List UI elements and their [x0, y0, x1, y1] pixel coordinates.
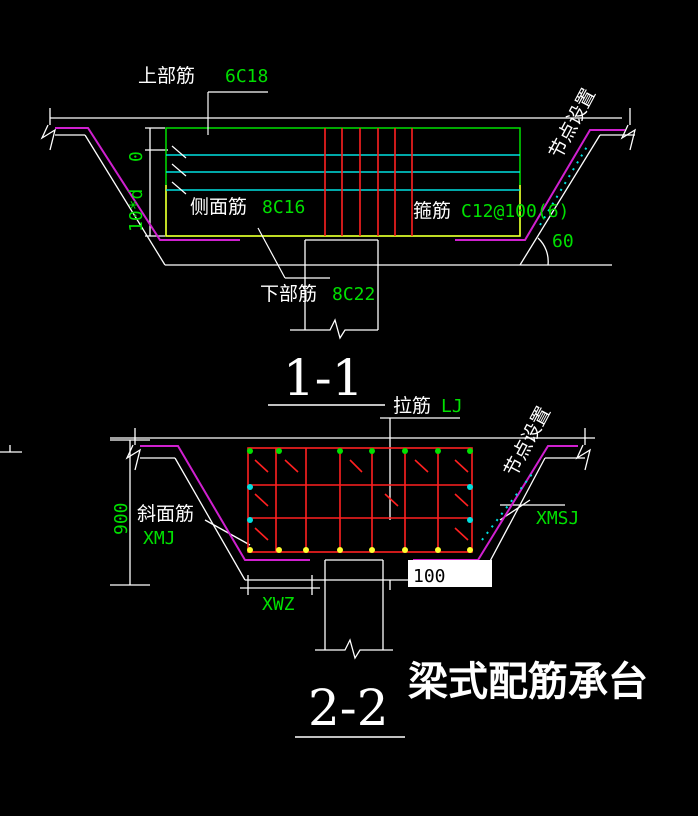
- bottom-bar-label: 下部筋: [260, 283, 317, 305]
- stirrup-value: C12@100(6): [461, 201, 569, 222]
- node-setting-1: 节点设置: [545, 85, 600, 162]
- xmsj-label: XMSJ: [536, 508, 579, 529]
- leaders-1: [207, 91, 330, 279]
- slant-bar-label: 斜面筋: [137, 503, 194, 525]
- dimension-input-value[interactable]: 100: [413, 566, 446, 587]
- dim-ticks: [171, 145, 187, 195]
- angle-value: 60: [552, 231, 574, 252]
- section-mark-2: 2-2: [308, 679, 389, 737]
- stirrup-label: 箍筋: [413, 200, 451, 222]
- dim-side: 10*d: [126, 189, 147, 232]
- dimension-input-box[interactable]: [408, 560, 492, 587]
- drawing-title: 梁式配筋承台: [408, 659, 648, 705]
- bottom-bar-value: 8C22: [332, 284, 375, 305]
- tie-bar-value: LJ: [441, 396, 463, 417]
- xwz-label: XWZ: [262, 594, 295, 615]
- section-mark-1: 1-1: [283, 349, 364, 407]
- side-bar-label: 侧面筋: [190, 196, 247, 218]
- height-dim: 900: [111, 502, 132, 535]
- rebar-dots: [247, 448, 473, 553]
- top-bar-label: 上部筋: [138, 65, 195, 87]
- node-setting-2: 节点设置: [500, 403, 555, 480]
- dim-top: 0: [126, 151, 147, 162]
- bottom-yellow: [165, 185, 521, 237]
- side-bars: [166, 154, 520, 191]
- slant-rebars: [55, 127, 625, 241]
- slant-bar-value: XMJ: [143, 528, 176, 549]
- rebar-grid: [247, 447, 473, 553]
- tie-bar-label: 拉筋: [393, 395, 431, 417]
- side-bar-value: 8C16: [262, 197, 305, 218]
- top-bar-value: 6C18: [225, 66, 268, 87]
- stirrups: [324, 128, 413, 236]
- pit-outline: [40, 108, 637, 340]
- pit-outline-2: [0, 417, 595, 660]
- node-dots-2: [481, 469, 536, 541]
- section-1-1: 上部筋 6C18 侧面筋 8C16 箍筋 C12@100(6) 下部筋 8C22…: [40, 65, 637, 407]
